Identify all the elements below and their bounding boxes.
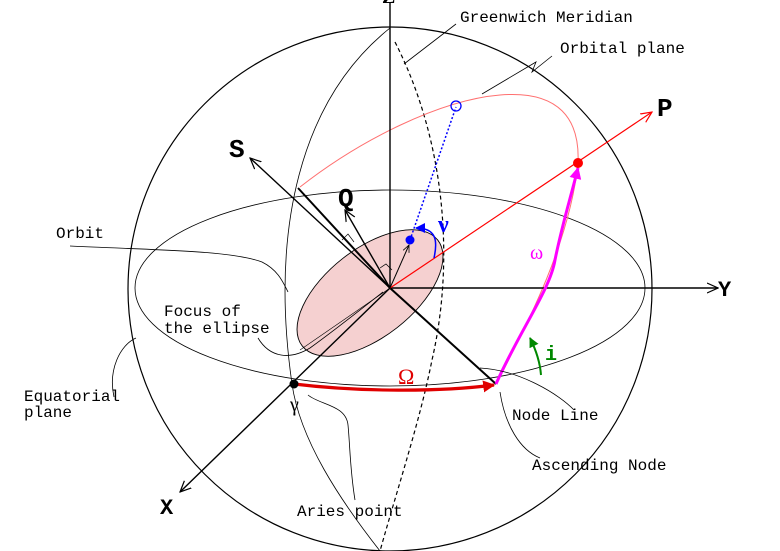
greenwich-leader: [403, 23, 457, 65]
big-omega-label: Ω: [398, 364, 414, 389]
ascending-node-label: Ascending Node: [532, 457, 666, 475]
satellite-point: [405, 235, 415, 245]
node-line-label: Node Line: [512, 407, 598, 425]
equatorial-leader: [112, 337, 137, 398]
q-axis-label: Q: [338, 184, 354, 214]
node-line-leader: [479, 367, 575, 411]
true-anomaly-arc: [415, 223, 437, 259]
nu-label: ν: [437, 212, 449, 238]
y-axis-label: Y: [718, 278, 732, 303]
orbit-ellipse: [296, 229, 444, 357]
orbit-leader: [69, 245, 289, 293]
satellite-radius-vector: [389, 245, 410, 289]
greenwich-meridian-label: Greenwich Meridian: [460, 9, 633, 27]
gamma-label: γ: [289, 394, 299, 416]
x-axis-label: X: [160, 496, 174, 521]
ascending-node-leader: [499, 391, 541, 459]
focus-leader: [257, 291, 384, 356]
inclination-arc: [529, 337, 542, 376]
orbital-plane-label: Orbital plane: [560, 40, 685, 58]
s-axis-label: S: [229, 135, 245, 165]
focus-label-line1: Focus of: [164, 303, 241, 321]
greenwich-meridian-line: [379, 41, 445, 551]
p-axis: [389, 112, 652, 289]
node-line: [389, 287, 497, 385]
omega-small-label: ω: [530, 242, 543, 264]
aries-leader: [307, 394, 356, 501]
right-angle-mark: [379, 263, 393, 271]
meridian-curve: [284, 27, 391, 551]
aries-point-label: Aries point: [297, 503, 403, 521]
orbital-plane-leader: [481, 55, 553, 95]
argument-of-perigee-arc: [494, 166, 582, 385]
orbit-label: Orbit: [56, 225, 104, 243]
p-axis-label: P: [657, 94, 673, 124]
satellite-projection: [409, 106, 457, 241]
equatorial-label-line2: plane: [24, 404, 72, 422]
focus-label-line2: the ellipse: [164, 320, 270, 338]
x-axis: [180, 287, 391, 492]
raan-arc: [293, 380, 496, 393]
aries-point: [289, 379, 299, 389]
equatorial-label-line1: Equatorial: [24, 388, 120, 406]
z-axis-label: Z: [382, 0, 395, 8]
inclination-label: i: [545, 344, 557, 367]
perigee-point: [573, 158, 583, 168]
s-axis: [250, 158, 391, 289]
q-axis: [345, 210, 391, 289]
projected-satellite-point: [450, 100, 462, 112]
right-angle-mark-2: [341, 233, 355, 243]
